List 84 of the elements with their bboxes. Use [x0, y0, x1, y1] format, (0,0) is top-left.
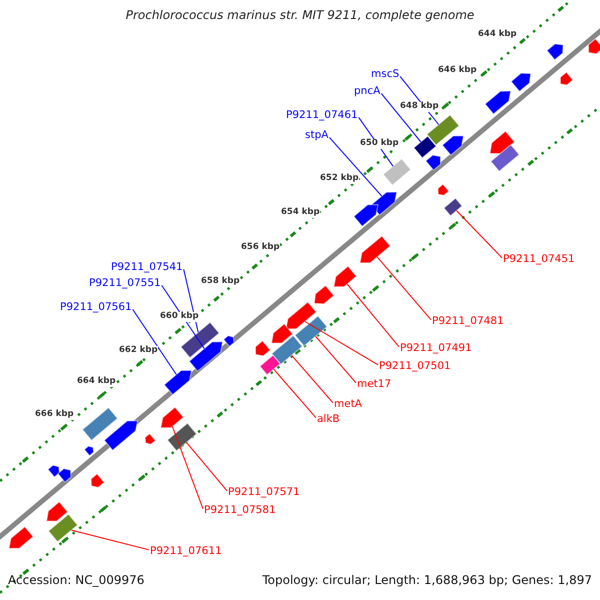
gene-glyph — [442, 135, 464, 156]
gene-box — [382, 158, 412, 186]
leader-line — [376, 256, 432, 320]
leader-line — [456, 210, 502, 258]
gene-box — [271, 334, 303, 366]
leader-line — [273, 368, 316, 418]
gene-label: P9211_07501 — [379, 360, 451, 372]
gene-glyph — [47, 464, 60, 478]
leader-line — [132, 308, 177, 376]
gene-glyph — [188, 341, 224, 372]
gene-glyph — [104, 420, 138, 451]
gene-label: P9211_07461 — [286, 109, 358, 122]
gene-label: P9211_07561 — [60, 301, 132, 314]
gene-glyph — [314, 284, 334, 304]
gene-glyph — [510, 72, 532, 92]
gene-box — [48, 514, 78, 542]
gene-glyph — [489, 130, 516, 154]
scale-label: 648 kbp — [400, 102, 439, 112]
scale-label: 662 kbp — [119, 346, 158, 356]
scale-label: 666 kbp — [35, 410, 74, 420]
gene-label: P9211_07541 — [111, 261, 183, 274]
gene-glyph — [333, 266, 358, 288]
leader-line — [346, 284, 400, 348]
gene-label: P9211_07551 — [89, 277, 161, 290]
gene-glyph — [285, 301, 317, 330]
gene-glyph — [160, 406, 184, 428]
leader-line — [70, 530, 150, 550]
scale-label: 654 kbp — [281, 208, 320, 218]
gene-glyph — [164, 370, 192, 396]
gene-glyph — [588, 38, 600, 54]
scale-label: 646 kbp — [438, 66, 477, 76]
leader-line — [315, 336, 356, 384]
gene-box — [259, 354, 281, 376]
gene-glyph — [560, 72, 574, 86]
title: Prochlorococcus marinus str. MIT 9211, complete genome — [126, 9, 474, 23]
gene-box — [413, 136, 437, 158]
gene-glyph — [84, 446, 94, 456]
gene-label: stpA — [305, 129, 328, 142]
scale-label: 656 kbp — [241, 243, 280, 253]
gene-box — [443, 198, 463, 216]
gene-box — [180, 322, 220, 358]
leader-line — [304, 321, 378, 366]
gene-label: P9211_07611 — [150, 545, 222, 558]
gene-glyph — [271, 323, 294, 344]
leader-line — [380, 92, 422, 142]
gene-glyph — [438, 184, 450, 196]
gene-label: met17 — [357, 378, 392, 390]
gene-glyph — [546, 43, 564, 60]
gene-label: P9211_07481 — [432, 315, 504, 328]
scale-label: 664 kbp — [77, 377, 116, 387]
gene-glyph — [144, 433, 156, 445]
scale-label: 658 kbp — [201, 277, 240, 287]
gene-label: P9211_07451 — [503, 253, 575, 266]
scale-label: 644 kbp — [478, 30, 517, 40]
leader-line — [328, 136, 382, 197]
gene-box — [294, 315, 328, 347]
gene-box — [166, 422, 198, 452]
gene-glyph — [359, 235, 391, 264]
gene-glyph — [57, 468, 72, 483]
scale-label: 660 kbp — [160, 312, 199, 322]
gene-box — [490, 144, 520, 172]
gene-glyph — [8, 526, 34, 549]
gene-label: pncA — [354, 85, 380, 98]
leader-line — [172, 426, 204, 510]
accession-text: Accession: NC_009976 — [8, 574, 144, 588]
gene-glyph — [90, 473, 105, 488]
genome-info-text: Topology: circular; Length: 1,688,963 bp; Genes: 1,897 — [262, 574, 592, 588]
scale-label: 650 kbp — [360, 139, 399, 149]
gene-glyph — [223, 335, 234, 347]
gene-label: alkB — [317, 413, 340, 426]
gene-box — [82, 407, 118, 441]
gene-label: P9211_07571 — [228, 486, 300, 498]
leader-line — [186, 442, 228, 492]
gene-glyph — [425, 154, 441, 171]
gene-label: P9211_07491 — [400, 342, 472, 354]
gene-label: P9211_07581 — [204, 504, 276, 516]
leader-line — [291, 354, 334, 404]
gene-label: mscS — [371, 68, 400, 80]
gene-box — [426, 114, 460, 146]
scale-label: 652 kbp — [320, 174, 359, 184]
gene-label: metA — [334, 398, 362, 410]
gene-glyph — [353, 204, 379, 227]
gene-glyph — [46, 501, 68, 522]
gene-glyph — [484, 90, 512, 115]
